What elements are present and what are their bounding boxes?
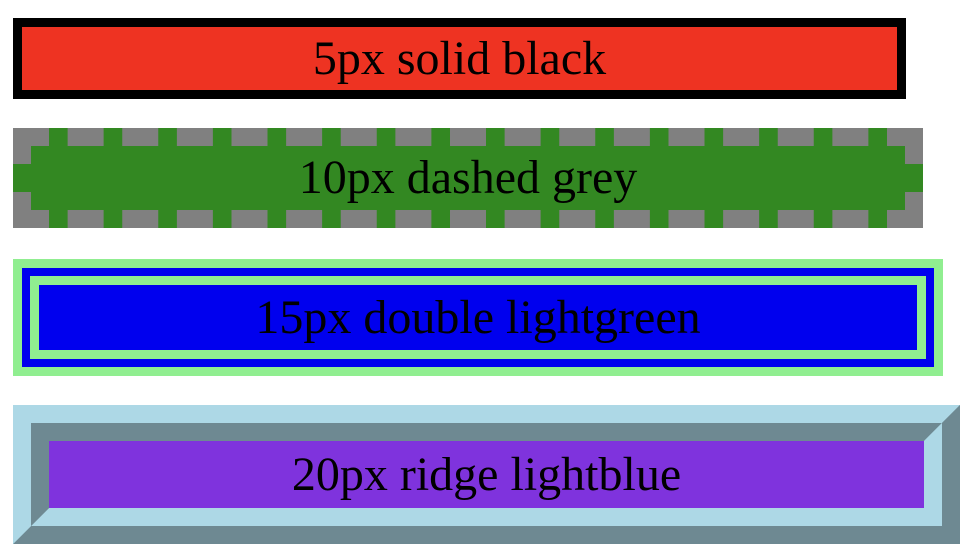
double-border-label: 15px double lightgreen [255,290,701,344]
solid-border-label: 5px solid black [312,31,607,85]
solid-border-box: 5px solid black [13,18,906,99]
dashed-border-label: 10px dashed grey [298,151,638,204]
ridge-border-label: 20px ridge lightblue [291,447,682,501]
double-border-box: 15px double lightgreen [13,259,943,376]
ridge-border-box: 20px ridge lightblue [13,405,960,544]
dashed-border-box: 10px dashed grey [13,128,923,228]
